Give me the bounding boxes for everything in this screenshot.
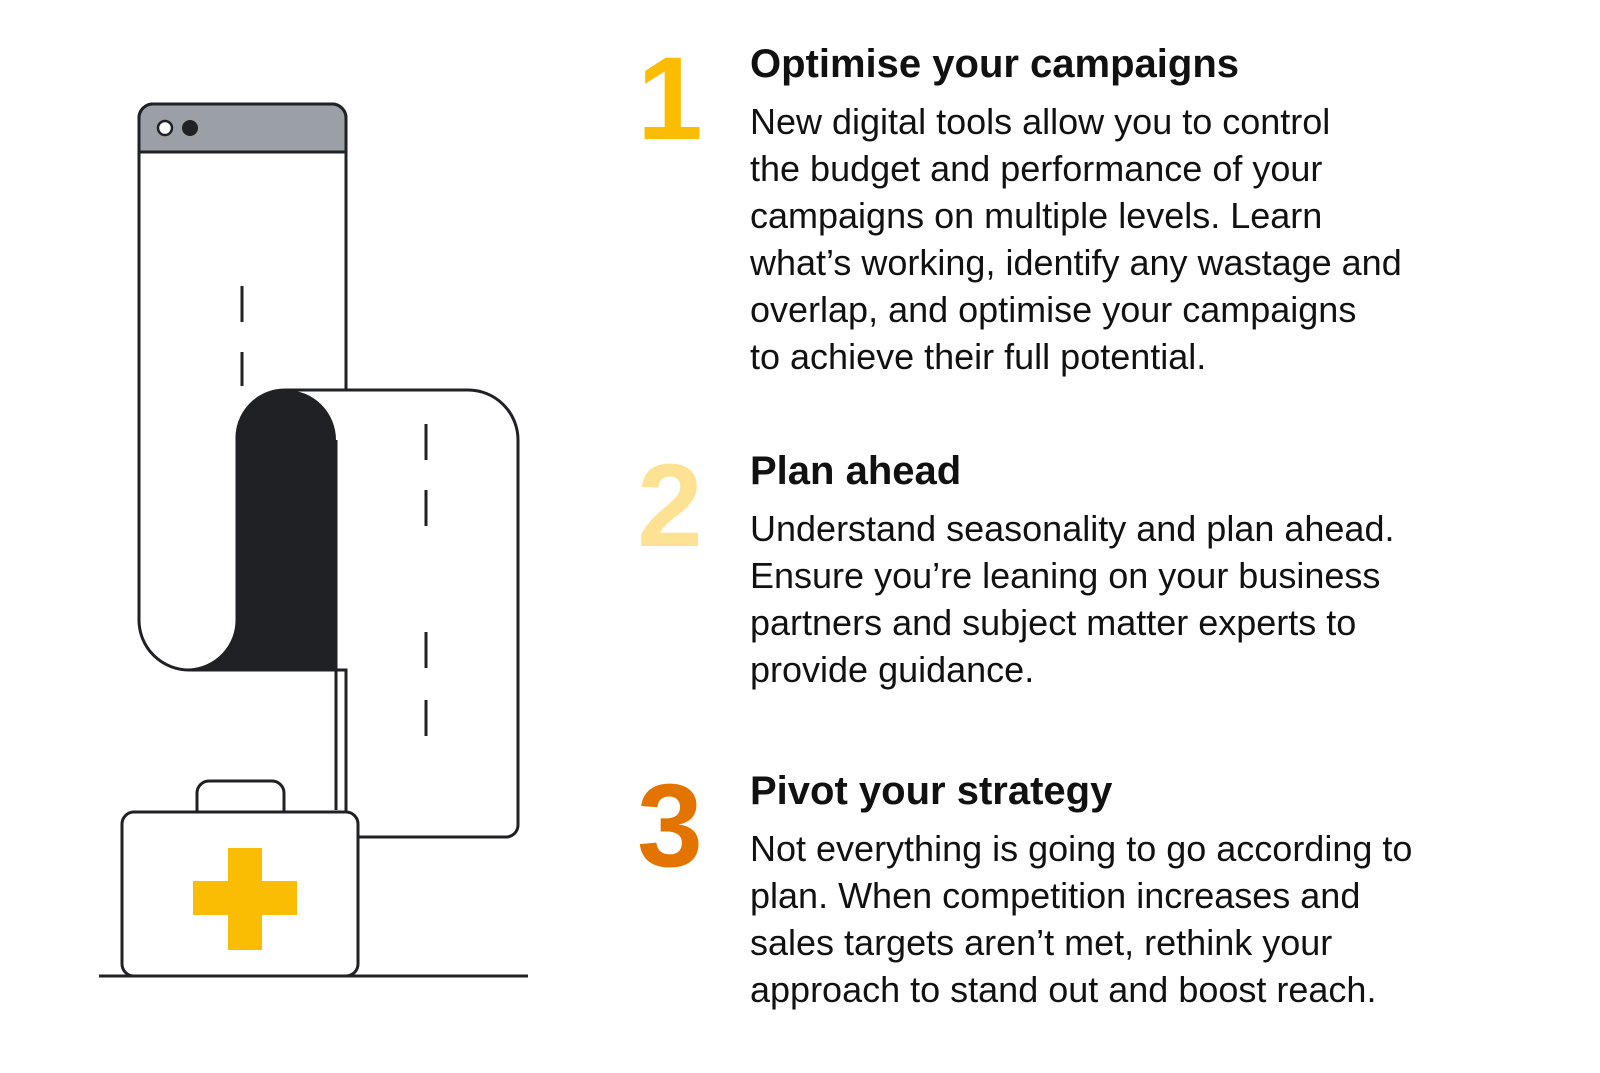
step-3-line: sales targets aren’t met, rethink your <box>750 922 1333 963</box>
medical-cross-icon <box>193 848 297 950</box>
step-body-1: New digital tools allow you to control t… <box>750 98 1550 380</box>
step-1-line: campaigns on multiple levels. Learn <box>750 195 1323 236</box>
step-body-2: Understand seasonality and plan ahead. E… <box>750 505 1550 693</box>
step-2-line: provide guidance. <box>750 649 1035 690</box>
step-3-line: approach to stand out and boost reach. <box>750 969 1377 1010</box>
step-title-3: Pivot your strategy <box>750 769 1113 813</box>
step-1-line: to achieve their full potential. <box>750 336 1207 377</box>
step-3-line: Not everything is going to go according … <box>750 828 1413 869</box>
step-2: 2 Plan ahead Understand seasonality and … <box>620 447 1580 747</box>
step-2-line: partners and subject matter experts to <box>750 602 1357 643</box>
step-2-line: Understand seasonality and plan ahead. <box>750 508 1395 549</box>
step-3: 3 Pivot your strategy Not everything is … <box>620 767 1580 1067</box>
window-dot-filled <box>182 120 198 136</box>
illustration <box>99 102 528 978</box>
step-body-3: Not everything is going to go according … <box>750 825 1550 1013</box>
first-aid-kit-icon <box>120 779 360 978</box>
step-number-1: 1 <box>637 33 703 165</box>
window-dot-outline <box>156 119 174 137</box>
step-1-line: what’s working, identify any wastage and <box>750 242 1402 283</box>
step-3-line: plan. When competition increases and <box>750 875 1361 916</box>
step-1-line: New digital tools allow you to control <box>750 101 1331 142</box>
road-scroll-icon <box>189 388 520 839</box>
step-1-line: overlap, and optimise your campaigns <box>750 289 1357 330</box>
step-1-line: the budget and performance of your <box>750 148 1323 189</box>
step-number-2: 2 <box>637 440 703 572</box>
step-number-3: 3 <box>637 760 703 892</box>
step-title-1: Optimise your campaigns <box>750 42 1240 86</box>
step-1: 1 Optimise your campaigns New digital to… <box>620 33 1580 377</box>
step-title-2: Plan ahead <box>750 449 962 493</box>
step-2-line: Ensure you’re leaning on your business <box>750 555 1381 596</box>
